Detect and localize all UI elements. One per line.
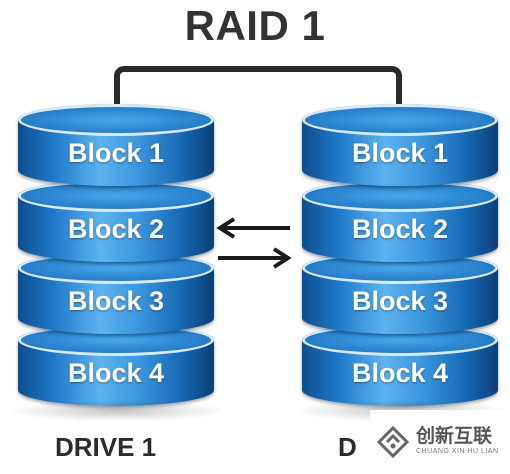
block-label: Block 3 xyxy=(67,286,165,316)
mirror-connector-line xyxy=(114,66,402,122)
block-disk: Block 4 xyxy=(18,324,214,406)
drive-2: Block 4 Block 3 Block 2 Block 1 xyxy=(302,104,498,416)
block-disk: Block 3 xyxy=(302,252,498,334)
block-label: Block 4 xyxy=(351,358,449,388)
block-label: Block 4 xyxy=(67,358,165,388)
block-label: Block 2 xyxy=(67,214,165,244)
block-label: Block 2 xyxy=(351,214,449,244)
block-disk: Block 1 xyxy=(302,104,498,186)
drive-2-label: D xyxy=(338,432,357,462)
watermark-text: 创新互联 xyxy=(416,426,493,447)
watermark-subtext: CHUANG XIN HU LIAN xyxy=(416,448,499,455)
block-disk: Block 1 xyxy=(18,104,214,186)
block-disk: Block 2 xyxy=(302,180,498,262)
logo-mark-icon xyxy=(376,425,410,459)
block-label: Block 1 xyxy=(351,138,449,168)
block-disk: Block 4 xyxy=(302,324,498,406)
block-disk: Block 3 xyxy=(18,252,214,334)
block-label: Block 3 xyxy=(351,286,449,316)
drive-1-shadow xyxy=(8,400,228,422)
drive-1: Block 4 Block 3 Block 2 Block 1 xyxy=(18,104,214,416)
sync-arrows-icon xyxy=(216,217,292,269)
watermark: 创新互联 CHUANG XIN HU LIAN xyxy=(370,410,510,474)
drive-1-label: DRIVE 1 xyxy=(55,432,157,462)
block-label: Block 1 xyxy=(67,138,165,168)
block-disk: Block 2 xyxy=(18,180,214,262)
diagram-title: RAID 1 xyxy=(184,2,326,49)
